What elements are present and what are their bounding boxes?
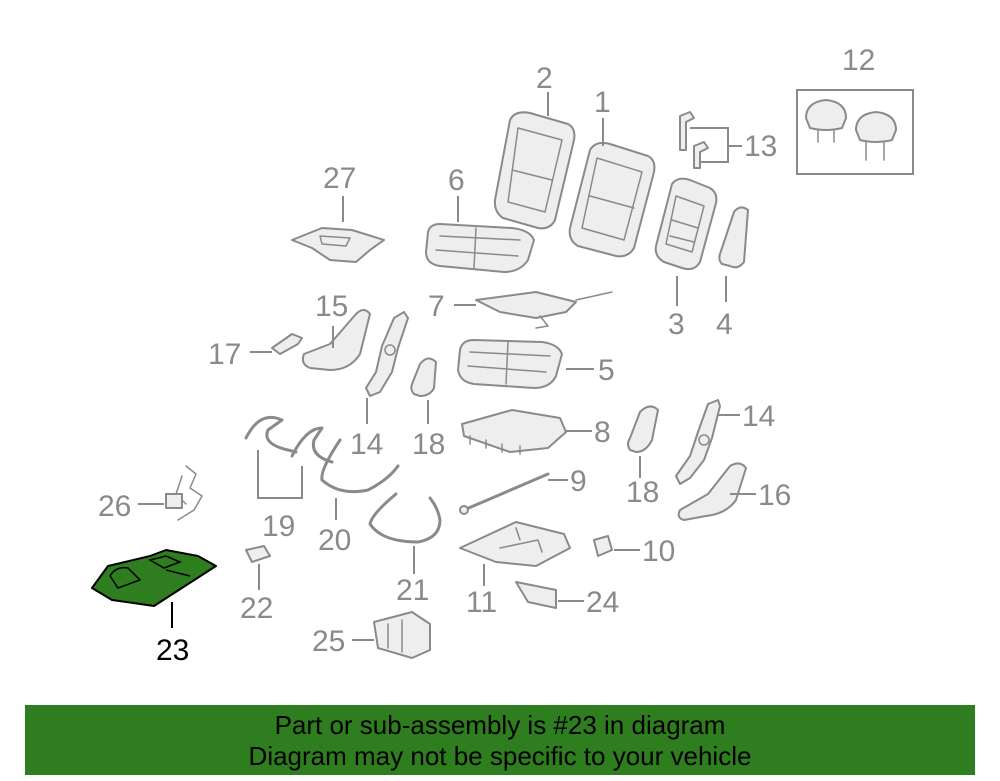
- part-12-headrests[interactable]: [796, 89, 914, 175]
- part-24-insulator[interactable]: [515, 581, 557, 609]
- callout-15: 15: [315, 290, 348, 323]
- part-20-wire[interactable]: [320, 438, 400, 494]
- callout-3: 3: [668, 308, 685, 341]
- part-17-trim[interactable]: [271, 333, 303, 355]
- part-9-rod[interactable]: [459, 472, 550, 515]
- callout-21: 21: [396, 574, 429, 607]
- part-3-seat-back-frame[interactable]: [654, 177, 718, 271]
- callout-11: 11: [466, 586, 497, 619]
- callout-26: 26: [98, 490, 131, 523]
- part-1-seat-back[interactable]: [568, 141, 656, 258]
- callout-13: 13: [744, 130, 777, 163]
- callout-1: 1: [594, 86, 611, 119]
- callout-22: 22: [240, 592, 273, 625]
- part-16-side-cover[interactable]: [677, 462, 747, 521]
- callout-16: 16: [758, 479, 791, 512]
- callout-25: 25: [312, 625, 345, 658]
- part-22-clip[interactable]: [245, 545, 271, 563]
- part-8-seat-pan[interactable]: [461, 409, 567, 455]
- callout-10: 10: [642, 535, 675, 568]
- callout-6: 6: [448, 164, 465, 197]
- part-23-highlighted-assembly[interactable]: [91, 549, 217, 607]
- callout-5: 5: [598, 354, 615, 387]
- part-21-wire[interactable]: [368, 492, 442, 544]
- callout-2: 2: [536, 62, 553, 95]
- callout-27: 27: [323, 162, 356, 195]
- part-14-recliner-left[interactable]: [365, 311, 409, 397]
- part-26-wiring-harness[interactable]: [165, 465, 203, 521]
- part-15-side-cover[interactable]: [301, 309, 371, 371]
- part-13-headrest-guides[interactable]: [679, 111, 709, 169]
- callout-14b: 14: [742, 400, 775, 433]
- banner-line-2: Diagram may not be specific to your vehi…: [248, 741, 752, 771]
- part-11-seat-pan-assembly[interactable]: [459, 521, 571, 567]
- callout-12: 12: [842, 44, 875, 77]
- info-banner: Part or sub-assembly is #23 in diagram D…: [25, 705, 975, 775]
- part-19-seal-strips[interactable]: [244, 415, 334, 464]
- callout-23: 23: [156, 634, 189, 667]
- callout-14a: 14: [350, 428, 383, 461]
- part-27-bracket[interactable]: [291, 227, 385, 263]
- part-14-recliner-right[interactable]: [675, 399, 721, 485]
- callout-20: 20: [318, 524, 351, 557]
- part-5-seat-cushion[interactable]: [457, 339, 563, 389]
- part-25-block[interactable]: [373, 611, 431, 659]
- part-6-cushion-cover[interactable]: [425, 223, 535, 273]
- part-2-seat-back-cover[interactable]: [493, 111, 576, 230]
- callout-18a: 18: [412, 428, 445, 461]
- callout-19: 19: [262, 510, 295, 543]
- banner-line-1: Part or sub-assembly is #23 in diagram: [274, 710, 726, 740]
- callout-18b: 18: [626, 476, 659, 509]
- callout-9: 9: [570, 465, 587, 498]
- part-4-side-panel[interactable]: [718, 206, 749, 269]
- callout-8: 8: [594, 416, 611, 449]
- callout-7: 7: [428, 290, 445, 323]
- part-7-cushion-panel[interactable]: [475, 291, 613, 329]
- part-18-cover-right[interactable]: [627, 405, 659, 453]
- callout-4: 4: [716, 308, 733, 341]
- callout-24: 24: [586, 586, 619, 619]
- part-18-cover-left[interactable]: [410, 357, 437, 397]
- callout-17: 17: [208, 338, 241, 371]
- part-10-connector[interactable]: [593, 535, 613, 557]
